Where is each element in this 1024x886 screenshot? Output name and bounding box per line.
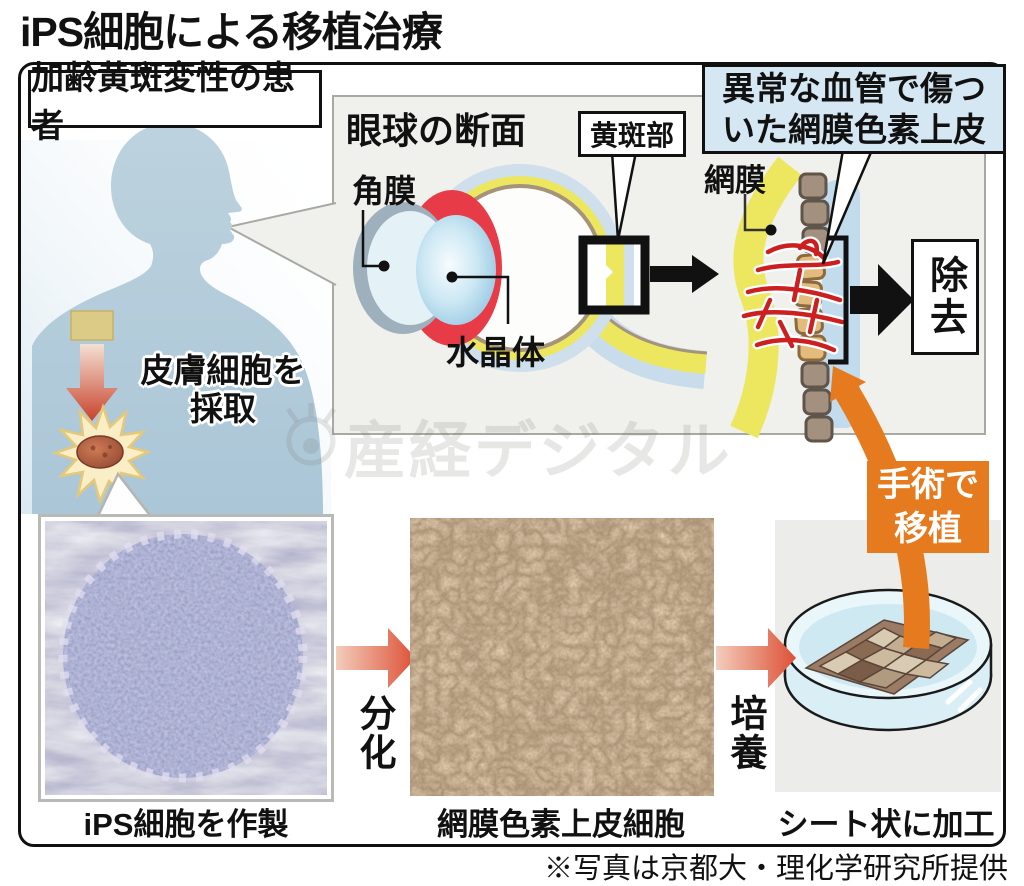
step-rpe-cells-label: 網膜色素上皮細胞 — [437, 807, 685, 842]
lens-label: 水晶体 — [446, 334, 545, 371]
sheet-panel — [775, 520, 1001, 792]
differentiation-arrow — [336, 628, 416, 688]
retina-label: 網膜 — [704, 163, 766, 198]
removal-label: 除去 — [923, 255, 966, 339]
zoom-arrow — [650, 255, 719, 293]
culture-arrow — [716, 628, 796, 688]
magnified-retina — [730, 148, 914, 443]
ips-colony-micrograph — [38, 514, 334, 802]
skin-collection-label: 皮膚細胞を 採取 — [140, 352, 306, 427]
patient-background — [21, 140, 331, 514]
surgery-transplant-label: 手術で 移植 — [867, 461, 989, 553]
damaged-rpe-callout: 異常な血管で傷つ いた網膜色素上皮 — [702, 64, 1006, 154]
patient-label-box: 加齢黄斑変性の患者 — [28, 59, 322, 144]
differentiation-label: 分化 — [354, 694, 395, 772]
photo-credit: ※写真は京都大・理化学研究所提供 — [543, 853, 1008, 885]
cornea-label: 角膜 — [352, 173, 417, 209]
skin-patch — [70, 310, 114, 341]
cell-pointer — [95, 471, 155, 520]
watermark: 産経デジタル — [344, 417, 733, 486]
removal-box: 除去 — [911, 239, 979, 355]
rpe-sheet — [804, 619, 970, 695]
page-title: iPS細胞による移植治療 — [20, 9, 443, 55]
macula-zoom-box — [578, 235, 650, 315]
step-sheet-label: シート状に加工 — [777, 807, 995, 842]
culture-label: 培養 — [725, 694, 766, 772]
skin-collect-arrow — [66, 344, 118, 421]
eye-section-title: 眼球の断面 — [346, 110, 527, 151]
macula-label-box: 黄斑部 — [578, 111, 686, 157]
rpe-cells-micrograph — [410, 518, 714, 796]
removal-arrow — [850, 264, 914, 336]
step-ips-creation-label: iPS細胞を作製 — [83, 807, 289, 842]
patient-silhouette — [32, 123, 323, 514]
